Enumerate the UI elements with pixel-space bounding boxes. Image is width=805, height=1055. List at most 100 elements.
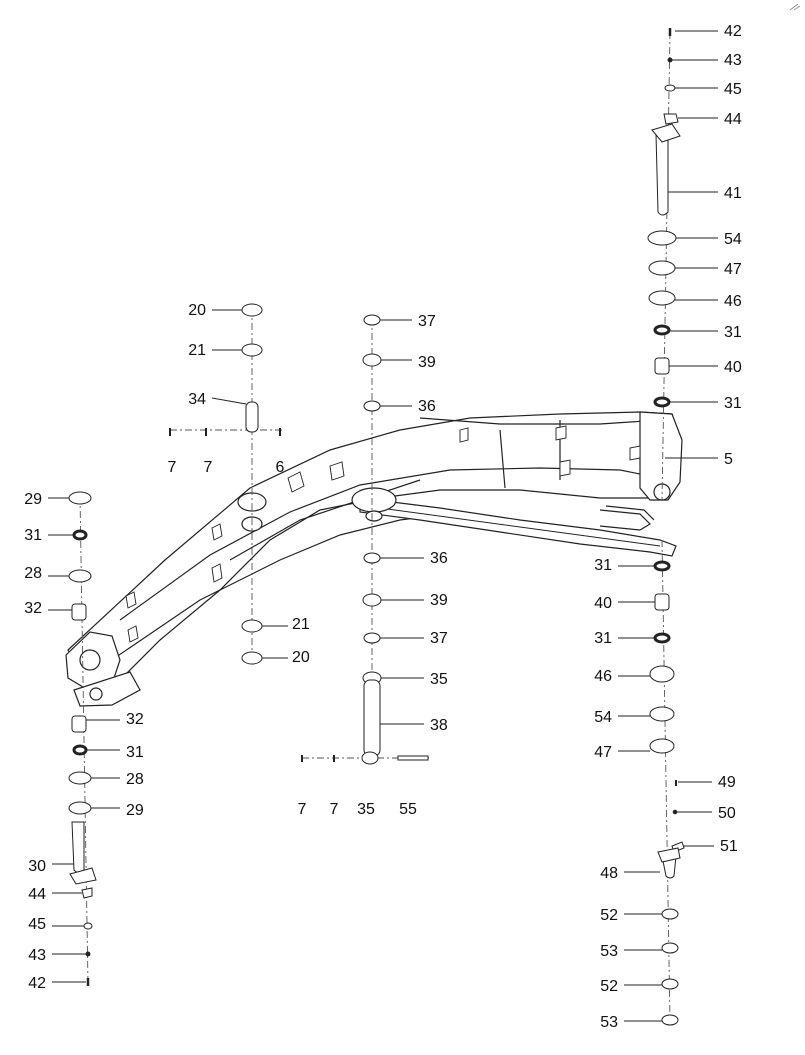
callout-label-37: 37 [418,313,436,330]
washer-47-top [648,260,676,276]
callout-label-20: 20 [188,302,206,319]
callout-label-29: 29 [24,491,42,508]
washer-21-top [241,343,263,357]
washer-52-a [661,908,679,920]
bushing-40-bottom [654,593,670,611]
pin-34 [245,401,259,433]
callout-label-7: 7 [330,801,339,818]
callout-label-30: 30 [28,858,46,875]
parts-left [68,491,97,986]
callout-label-53: 53 [600,943,618,960]
callout-label-52: 52 [600,907,618,924]
callout-label-36: 36 [430,550,448,567]
washer-46-top [648,290,676,306]
callout-label-7: 7 [204,459,213,476]
washer-29-top [68,491,92,505]
callout-labels: 4243454441544746314031531403146544749505… [24,23,742,1031]
callout-label-54: 54 [724,231,742,248]
pin-30 [71,821,85,874]
callout-label-31: 31 [724,395,742,412]
boom-nose-pin-hole [79,649,101,671]
callout-label-31: 31 [24,527,42,544]
callout-label-41: 41 [724,185,742,202]
callout-label-47: 47 [594,744,612,761]
washer-45-bottom [83,922,93,930]
axis-right-bottom [661,539,671,1021]
callout-label-43: 43 [28,947,46,964]
washer-54-top [647,230,677,246]
callout-label-7: 7 [168,459,177,476]
washer-39-bottom [362,593,382,607]
boom-small-features [125,523,223,643]
callout-label-47: 47 [724,261,742,278]
callout-label-44: 44 [28,886,46,903]
callout-label-46: 46 [594,668,612,685]
cylinder-mount-boss [351,487,397,513]
collar-35-bottom [361,751,379,765]
callout-label-5: 5 [724,451,733,468]
boom-web [229,479,421,561]
washer-53-a [661,942,679,954]
nut-50 [672,809,678,815]
boom-foot-pin-hole [89,687,103,701]
callout-label-54: 54 [594,709,612,726]
callout-label-20: 20 [292,649,310,666]
callout-label-45: 45 [28,916,46,933]
washer-20-top [241,303,263,317]
hydraulic-lines-2 [605,505,655,521]
callout-label-34: 34 [188,391,206,408]
callout-label-28: 28 [24,565,42,582]
seal-31-a [653,324,671,336]
callout-label-31: 31 [724,324,742,341]
pin-38 [363,679,381,757]
callout-label-50: 50 [718,805,736,822]
parts-mid [301,314,429,765]
callout-label-42: 42 [28,975,46,992]
parts-center [169,303,281,665]
callout-label-52: 52 [600,978,618,995]
callout-label-51: 51 [720,838,738,855]
cylinder-mount-hole [365,510,383,522]
callout-label-46: 46 [724,293,742,310]
washer-36-top [363,400,381,412]
pin-48-head [657,847,681,863]
boom-top-plate [419,417,661,425]
washer-43-top [667,57,673,63]
hydraulic-lines [599,509,651,531]
callout-label-36: 36 [418,398,436,415]
pin-55 [397,755,429,761]
pin-41 [655,133,669,216]
washer-36-bottom [363,552,381,564]
washer-54-bottom [649,706,675,722]
seal-31-d [653,632,671,644]
washer-52-b [661,978,679,990]
washer-43-bottom [85,951,91,957]
boom-right-end [639,411,683,501]
axis-right-top [661,31,671,501]
callout-label-40: 40 [724,359,742,376]
callout-leader-34 [211,397,247,405]
callout-label-49: 49 [718,774,736,791]
callout-label-43: 43 [724,52,742,69]
callout-label-39: 39 [418,354,436,371]
washer-46-bottom [649,665,675,683]
callout-label-42: 42 [724,23,742,40]
washer-28-bottom [68,771,92,785]
washer-37-bottom [363,632,381,644]
callout-label-55: 55 [399,801,417,818]
bushing-32-bottom [71,715,87,733]
washer-21-bottom [241,619,263,633]
axis-left [79,495,89,985]
seal-31-b [653,396,671,408]
callout-label-40: 40 [594,595,612,612]
seal-31-left-top [72,529,88,541]
washer-39-top [362,353,382,367]
callout-label-29: 29 [126,802,144,819]
corner-mark [789,3,801,11]
callout-label-28: 28 [126,771,144,788]
callout-label-32: 32 [24,600,42,617]
washer-20-bottom [241,651,263,665]
pin-41-head [651,123,681,143]
cylinder-rod [379,507,661,547]
